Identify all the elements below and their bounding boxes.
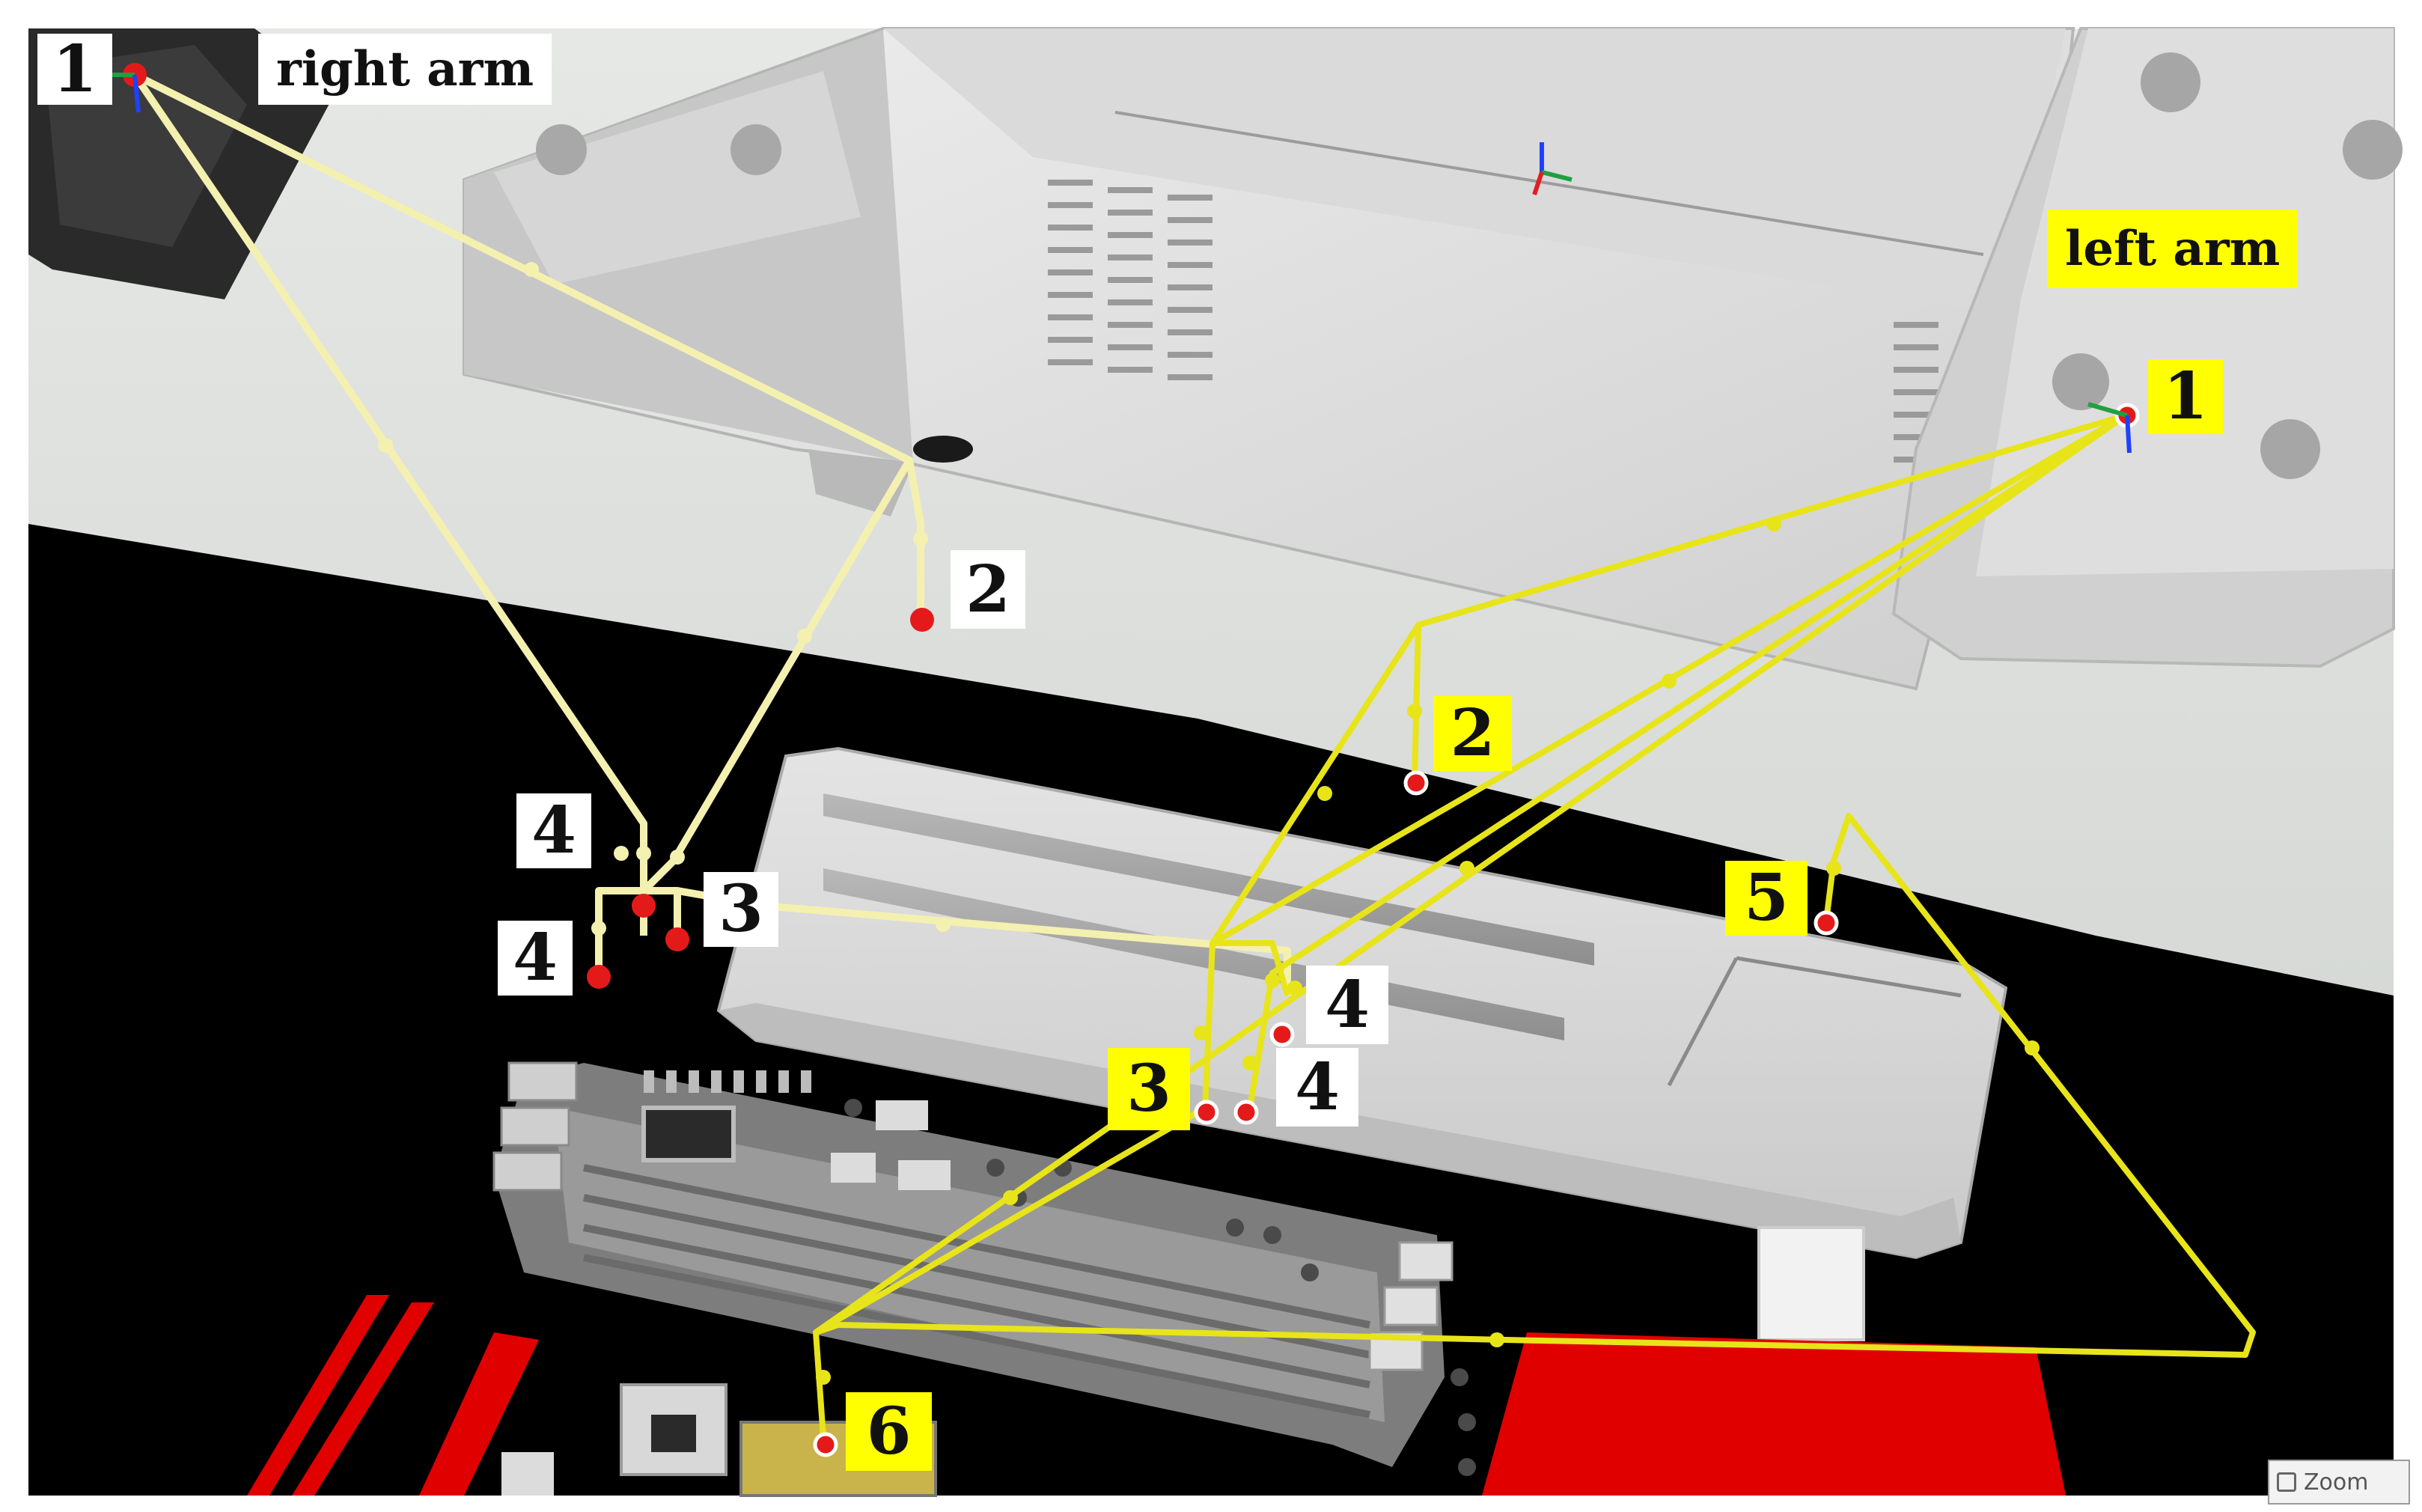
- left-arm-label-2: 2: [1433, 696, 1512, 771]
- left-arm-label-3: 3: [1108, 1048, 1190, 1130]
- right-arm-label-4a: 4: [516, 793, 591, 868]
- zoom-button[interactable]: Zoom: [2268, 1460, 2410, 1505]
- left-arm-waypoints: [816, 516, 2040, 1385]
- pcb-red-parts: [247, 1295, 2066, 1496]
- left-arm-title: left arm: [2047, 210, 2299, 288]
- right-arm-title: right arm: [258, 34, 552, 105]
- left-arm-label-4b: 4: [1276, 1048, 1358, 1127]
- white-connector: [1757, 1226, 1865, 1341]
- right-arm-label-2: 2: [951, 550, 1025, 629]
- left-arm-label-6: 6: [846, 1392, 932, 1471]
- zoom-label: Zoom: [2304, 1469, 2369, 1496]
- vent-slats: [1048, 180, 1938, 463]
- right-arm-waypoints: [378, 262, 951, 936]
- zoom-icon: [2277, 1472, 2296, 1492]
- tool-frame-left: [2087, 402, 2132, 454]
- tool-frame-right: [112, 73, 141, 113]
- left-arm-label-4a: 4: [1306, 966, 1388, 1044]
- right-arm-label-3: 3: [704, 872, 778, 947]
- motherboard: [492, 1061, 1476, 1497]
- left-arm-label-1: 1: [2148, 359, 2223, 434]
- left-arm-label-5: 5: [1725, 861, 1808, 936]
- right-arm-label-4b: 4: [498, 921, 573, 996]
- right-arm-label-1: 1: [37, 34, 112, 105]
- origin-axes-marker: [1532, 142, 1573, 195]
- right-arm-targets: [123, 63, 934, 989]
